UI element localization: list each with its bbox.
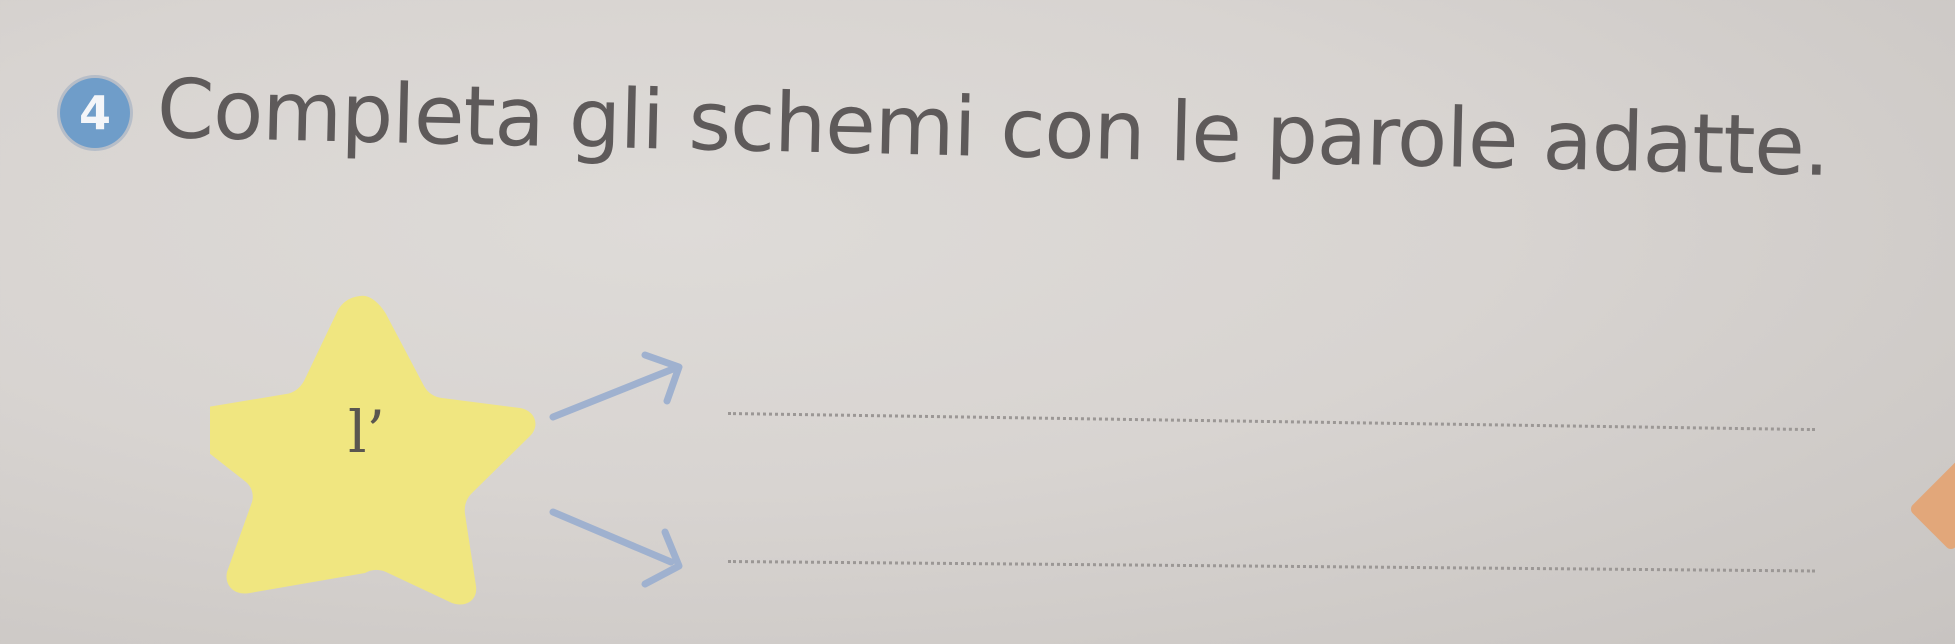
arrow-up-right-icon xyxy=(549,351,683,421)
star-fill xyxy=(210,295,536,605)
star-shape xyxy=(210,290,540,605)
arrow-down-right-icon xyxy=(549,508,683,588)
answer-blank-2[interactable] xyxy=(727,560,1815,573)
edge-decoration xyxy=(1908,452,1955,552)
answer-blank-1[interactable] xyxy=(727,412,1815,432)
star-word: l’ xyxy=(348,398,385,466)
exercise-number-badge: 4 xyxy=(60,78,130,148)
exercise-instruction: Completa gli schemi con le parole adatte… xyxy=(155,62,1830,195)
exercise-number: 4 xyxy=(78,86,111,140)
